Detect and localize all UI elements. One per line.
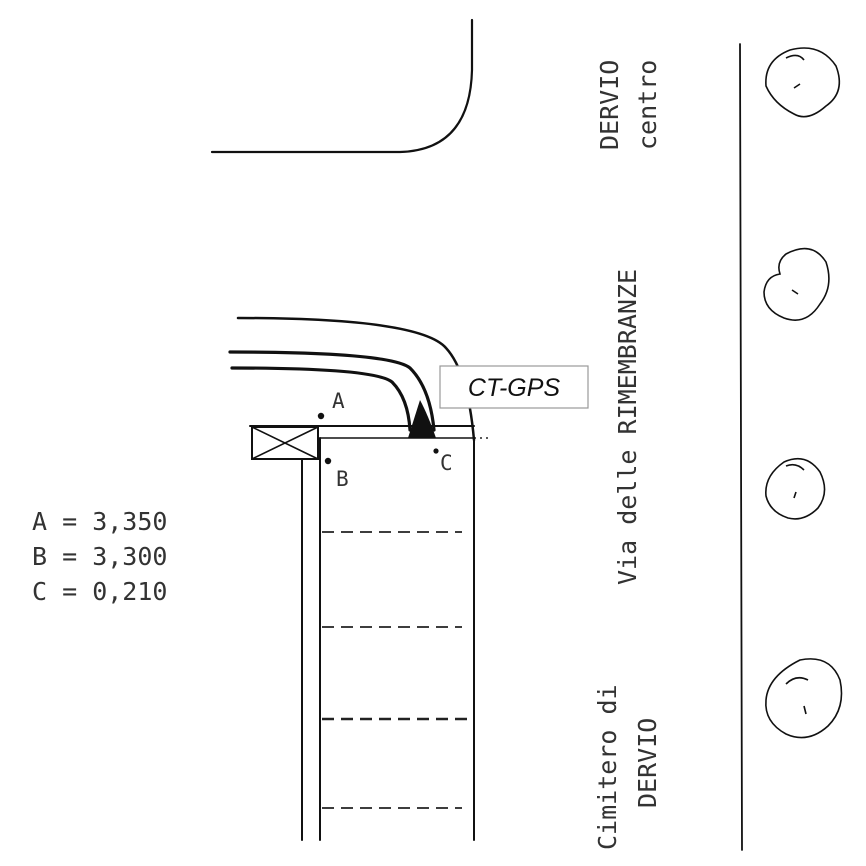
tree-1-icon [765,47,841,118]
place-top-label: DERVIO [595,60,624,150]
tree-4-icon [765,658,843,739]
tree-2-icon [763,247,830,321]
road-curve-middle [228,350,436,432]
point-c-label: C [440,451,453,475]
measurement-a: A = 3,350 [32,507,167,536]
street-name-label: Via delle RIMEMBRANZE [613,269,642,585]
place-top-sub-label: centro [633,60,662,150]
place-bottom-sub-label: DERVIO [633,718,662,808]
road-edge-right [739,43,743,851]
crossed-pillar-box [251,426,319,460]
measurement-c: C = 0,210 [32,577,167,606]
road-curve-outer [236,316,476,442]
point-c-dot [433,448,439,454]
ct-gps-label: CT-GPS [468,374,560,402]
point-b-dot [324,457,332,465]
road-curve-inner [230,366,412,432]
point-a-dot [317,412,325,420]
device-marker-wedge [408,400,436,438]
kerb-top-curve [210,18,474,154]
tree-3-icon [765,457,826,520]
measurement-b: B = 3,300 [32,542,167,571]
place-bottom-label: Cimitero di [593,684,622,850]
point-a-label: A [332,389,345,413]
crossed-pillar-diag-2 [251,426,319,460]
ct-gps-label-box [439,365,589,409]
point-b-label: B [336,467,349,491]
